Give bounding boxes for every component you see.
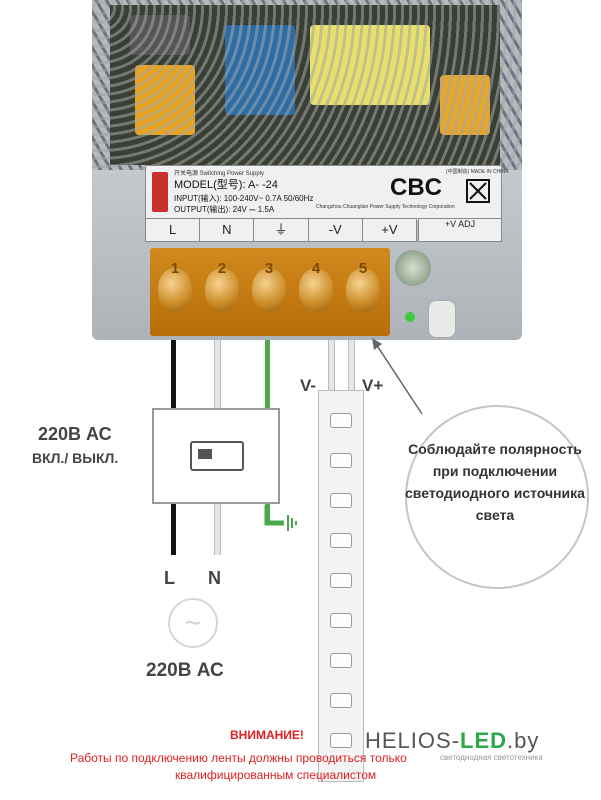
adj-label-text: +V ADJ [444, 219, 476, 229]
switch-subtitle: ВКЛ./ ВЫКЛ. [32, 450, 119, 466]
led-strip [318, 390, 364, 782]
screw-4 [299, 268, 333, 312]
led-indicator-icon [405, 312, 415, 322]
indicator-lens-icon [428, 300, 456, 338]
led-chip [330, 613, 352, 628]
switch-toggle-icon [190, 441, 244, 471]
brand-name: HELIOS- [365, 728, 461, 753]
led-chip [330, 733, 352, 748]
polarity-callout-text: Соблюдайте полярность при подключении св… [405, 441, 585, 523]
terminal-label-minus-v: -V [309, 219, 363, 241]
led-chip [330, 453, 352, 468]
led-chip [330, 493, 352, 508]
warning-text-line-1: Работы по подключению ленты должны прово… [70, 751, 407, 765]
wire-minus-v [328, 340, 335, 390]
psu-maker: Changzhou Chuanglian Power Supply Techno… [316, 204, 455, 210]
led-chip [330, 413, 352, 428]
screw-number-1: 1 [170, 260, 180, 277]
psu-mesh-overlay [92, 0, 522, 170]
terminal-block: 1 2 3 4 5 [150, 248, 390, 336]
psu-model: MODEL(型号): A- -24 [174, 179, 278, 191]
psu-input: INPUT(输入): 100-240V~ 0.7A 50/60Hz [174, 194, 314, 203]
brand-logo-icon [152, 172, 168, 212]
polarity-callout [405, 405, 589, 589]
screw-number-2: 2 [217, 260, 227, 277]
brand-suffix: .by [507, 728, 540, 753]
led-chip [330, 653, 352, 668]
screw-3 [252, 268, 286, 312]
warning-title: ВНИМАНИЕ! [230, 728, 304, 742]
switch-knob [198, 449, 212, 459]
psu-rating-label: 开关电源 Switching Power Supply MODEL(型号): A… [145, 165, 509, 222]
screw-2 [205, 268, 239, 312]
ac-symbol: ~ [184, 607, 202, 638]
psu-output: OUTPUT(输出): 24V ⎓ 1.5A [174, 205, 275, 214]
led-chip [330, 533, 352, 548]
ground-symbol-icon [264, 505, 297, 531]
adj-label: +V ADJ [418, 218, 502, 242]
callout-pointer-icon [372, 338, 423, 415]
screw-number-3: 3 [264, 260, 274, 277]
terminal-labels: L N ⏚ -V +V [145, 218, 417, 242]
strip-plus-label: V+ [362, 376, 384, 395]
screw-number-5: 5 [358, 260, 368, 277]
ac-source-icon: ~ [168, 598, 218, 648]
brand-tagline: светодиодная светотехника [440, 753, 543, 762]
psu-made-in: (中国制造) MADE IN CHINA [446, 169, 509, 175]
switch-title: 220В АС [38, 424, 112, 444]
terminal-label-l: L [146, 219, 201, 241]
wire-plus-v [348, 340, 355, 390]
led-chip [330, 573, 352, 588]
warning-text-line-2: квалифицированным специалистом [175, 768, 377, 782]
warning-mark-icon [466, 179, 490, 203]
ac-label: 220В АС [146, 660, 224, 681]
cert-mark: CBC [390, 174, 442, 201]
screw-5 [346, 268, 380, 312]
strip-minus-label: V- [300, 376, 317, 395]
screw-1 [158, 268, 192, 312]
wire-n-label: N [208, 568, 221, 588]
screw-number-4: 4 [311, 260, 321, 277]
terminal-label-ground: ⏚ [254, 219, 309, 241]
psu-header-small: 开关电源 Switching Power Supply [174, 171, 265, 177]
wire-l-label: L [164, 568, 175, 588]
brand-logo: HELIOS-LED.by [365, 728, 539, 754]
brand-accent: LED [460, 728, 508, 753]
led-chip [330, 693, 352, 708]
terminal-label-n: N [200, 219, 255, 241]
adj-potentiometer-icon [395, 250, 431, 286]
terminal-label-plus-v: +V [381, 222, 398, 237]
